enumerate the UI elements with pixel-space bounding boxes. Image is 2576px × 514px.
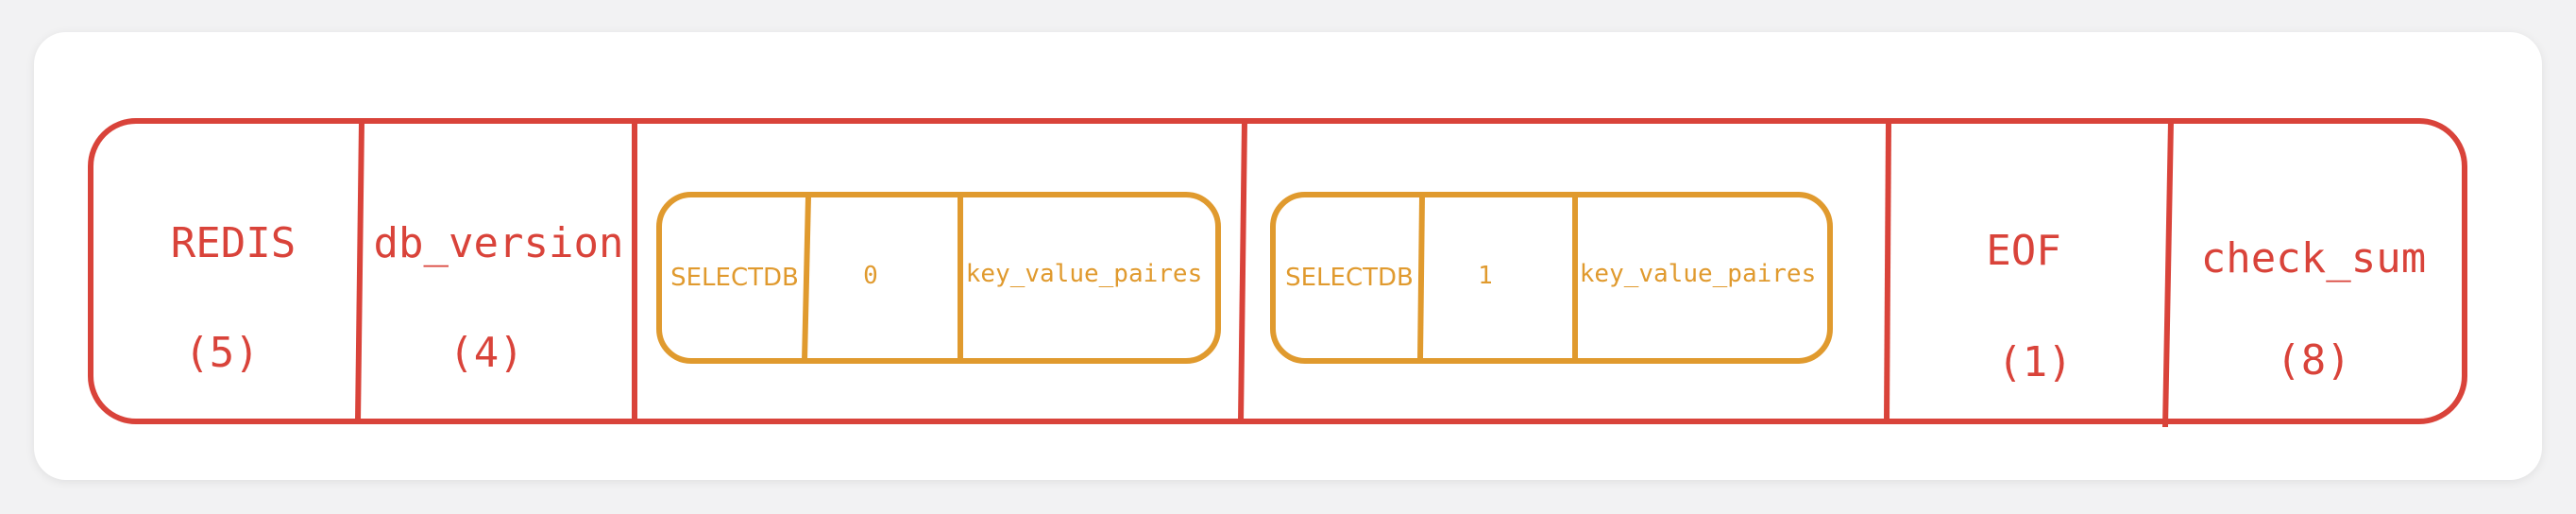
database-1-number: 1 bbox=[1478, 262, 1493, 290]
check-sum-label: check_sum bbox=[2201, 234, 2426, 283]
database-1-pairs: key_value_paires bbox=[1580, 260, 1816, 288]
redis-label: REDIS bbox=[171, 219, 296, 267]
redis-size: (5) bbox=[184, 329, 259, 377]
check-sum-size: (8) bbox=[2276, 336, 2350, 385]
diagram-card bbox=[34, 32, 2542, 480]
database-1-divider-1 bbox=[1417, 196, 1425, 362]
divider-redis bbox=[355, 120, 364, 422]
eof-size: (1) bbox=[1997, 338, 2072, 386]
database-0-box bbox=[656, 192, 1221, 364]
database-0-divider-1 bbox=[802, 196, 811, 362]
divider-eof bbox=[2162, 120, 2174, 428]
database-0-number: 0 bbox=[863, 262, 878, 290]
database-0-selectdb: SELECTDB bbox=[670, 264, 799, 292]
divider-db1 bbox=[1884, 120, 1891, 422]
database-block-0: SELECTDB 0 key_value_paires bbox=[656, 192, 1221, 364]
divider-db0 bbox=[1238, 120, 1247, 422]
database-1-selectdb: SELECTDB bbox=[1285, 264, 1414, 292]
rdb-outer-box bbox=[88, 118, 2467, 424]
db-version-size: (4) bbox=[449, 329, 523, 377]
db-version-label: db_version bbox=[374, 219, 624, 267]
database-0-pairs: key_value_paires bbox=[966, 260, 1202, 288]
database-1-box bbox=[1270, 192, 1833, 364]
eof-label: EOF bbox=[1986, 227, 2060, 275]
database-block-1: SELECTDB 1 key_value_paires bbox=[1270, 192, 1833, 364]
